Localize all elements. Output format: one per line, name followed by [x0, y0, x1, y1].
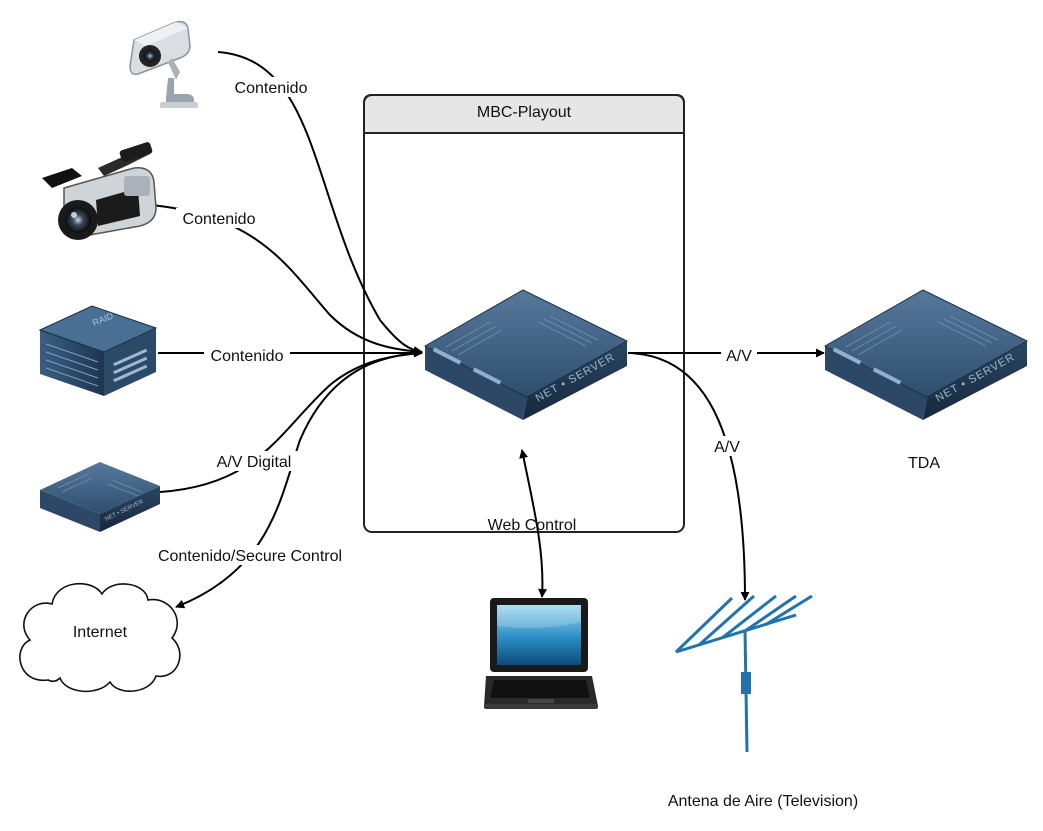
video-camera-icon — [42, 142, 157, 240]
edge-server-to-antenna — [627, 352, 750, 601]
laptop-icon — [484, 598, 598, 709]
edge-label: Contenido — [235, 80, 308, 97]
edge-label: Web Control — [488, 517, 577, 534]
raid-storage-icon: RAID — [38, 305, 158, 396]
security-camera-icon — [129, 20, 198, 108]
tda-label: TDA — [908, 455, 940, 472]
rack-server-icon: NET • SERVER — [823, 289, 1029, 420]
internet-label: Internet — [73, 624, 128, 641]
container-title: MBC-Playout — [477, 104, 572, 121]
edge-label: A/V — [726, 348, 752, 365]
antenna-icon — [674, 594, 813, 753]
edge-label: A/V — [714, 439, 740, 456]
edge-label: A/V Digital — [217, 454, 292, 471]
cloud-icon: Internet — [19, 582, 181, 693]
playout-server: NET • SERVER — [423, 289, 629, 420]
edge-label: Contenido/Secure Control — [158, 548, 342, 565]
edge-label: Contenido — [183, 211, 256, 228]
edge-labels: Contenido Contenido Contenido A/V Digita… — [144, 77, 757, 565]
edge-server-to-laptop — [519, 449, 548, 598]
edge-server-to-internet — [175, 352, 423, 609]
edge-security-camera-to-server — [217, 51, 423, 356]
playout-container: MBC-Playout — [363, 94, 685, 533]
antenna-label: Antena de Aire (Television) — [668, 793, 858, 810]
rack-server-icon: NET • SERVER — [40, 462, 160, 532]
edge-label: Contenido — [211, 348, 284, 365]
